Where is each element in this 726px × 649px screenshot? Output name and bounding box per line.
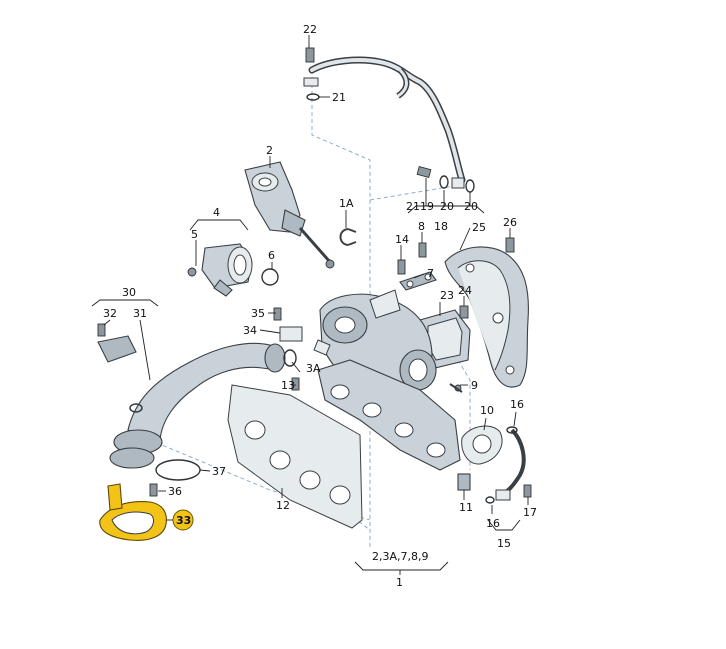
callout-22: 22 (303, 23, 317, 36)
bolt-32 (97, 323, 106, 337)
diverter-valve-4 (187, 243, 279, 297)
callout-5: 5 (191, 228, 198, 241)
heat-shield-25 (444, 237, 529, 388)
bolt-13 (291, 377, 300, 391)
callout-26: 26 (503, 216, 517, 229)
bolt-24 (459, 305, 469, 319)
callout-33-badge (172, 509, 194, 531)
bolt-8 (418, 242, 427, 258)
callout-group-bottom: 2,3A,7,8,9 (372, 550, 429, 563)
callout-24: 24 (458, 284, 472, 297)
callout-1: 1 (396, 576, 403, 589)
leader-lines (91, 35, 529, 575)
callout-20a: 20 (440, 200, 454, 213)
callout-7: 7 (427, 267, 434, 280)
callout-33: 33 (176, 514, 191, 527)
callout-2119: 2119 (406, 200, 434, 213)
callout-16b: 16 (486, 517, 500, 530)
o-ring-6 (261, 268, 279, 286)
callout-21: 21 (332, 91, 346, 104)
callout-1A: 1A (339, 197, 354, 210)
callout-35: 35 (251, 307, 265, 320)
coolant-line-15 (485, 426, 532, 504)
callout-4: 4 (213, 206, 220, 219)
seal-ring-37 (155, 459, 201, 481)
callout-labels: 22 21 2 1A 4 5 6 2119 18 20 20 14 8 25 2… (103, 23, 537, 589)
callout-23: 23 (440, 289, 454, 302)
callout-16a: 16 (510, 398, 524, 411)
callout-32: 32 (103, 307, 117, 320)
seal-16b (485, 496, 495, 504)
callout-36: 36 (168, 485, 182, 498)
callout-9: 9 (471, 379, 478, 392)
callout-2: 2 (266, 144, 273, 157)
callout-11: 11 (459, 501, 473, 514)
callout-18: 18 (434, 220, 448, 233)
bolt-26 (505, 237, 515, 253)
callout-15: 15 (497, 537, 511, 550)
bolt-5 (187, 267, 197, 277)
fitting-34 (279, 326, 303, 342)
sleeve-11 (457, 473, 471, 491)
seal-ring-21 (306, 93, 320, 101)
callout-31: 31 (133, 307, 147, 320)
seal-ring-20b (465, 179, 475, 193)
bolt-35 (273, 307, 282, 321)
o-ring-36a (129, 403, 143, 413)
callout-13: 13 (281, 379, 295, 392)
hose-collar (109, 447, 155, 469)
manifold-gasket-12 (227, 384, 363, 529)
banjo-fitting (303, 77, 319, 87)
callout-37: 37 (212, 465, 226, 478)
oil-line-7 (397, 242, 437, 291)
callout-6: 6 (268, 249, 275, 262)
highlighted-bracket-33 (99, 483, 167, 541)
callout-14: 14 (395, 233, 409, 246)
seal-ring-20a (439, 175, 449, 189)
exhaust-manifold (317, 359, 461, 471)
callout-3A: 3A (306, 362, 321, 375)
oil-feed-pipe (303, 47, 475, 193)
bolt-17 (523, 484, 532, 498)
banjo-fitting-18 (451, 177, 465, 189)
gasket-10 (461, 425, 503, 465)
banjo-bolt-19 (416, 166, 432, 178)
callout-12: 12 (276, 499, 290, 512)
callout-10: 10 (480, 404, 494, 417)
bolt-14 (397, 259, 406, 275)
callout-17: 17 (523, 506, 537, 519)
callout-20b: 20 (464, 200, 478, 213)
callout-25: 25 (472, 221, 486, 234)
o-ring-3A (283, 349, 297, 367)
seal-16a (506, 426, 518, 434)
bolt-36 (149, 483, 158, 497)
callout-34: 34 (243, 324, 257, 337)
banjo-bolt-22 (305, 47, 315, 63)
retaining-clip-1A (339, 228, 357, 246)
wastegate-actuator (244, 161, 335, 269)
banjo-15 (495, 489, 511, 501)
callout-8: 8 (418, 220, 425, 233)
callout-30: 30 (122, 286, 136, 299)
pressure-sensor-31 (97, 323, 137, 363)
